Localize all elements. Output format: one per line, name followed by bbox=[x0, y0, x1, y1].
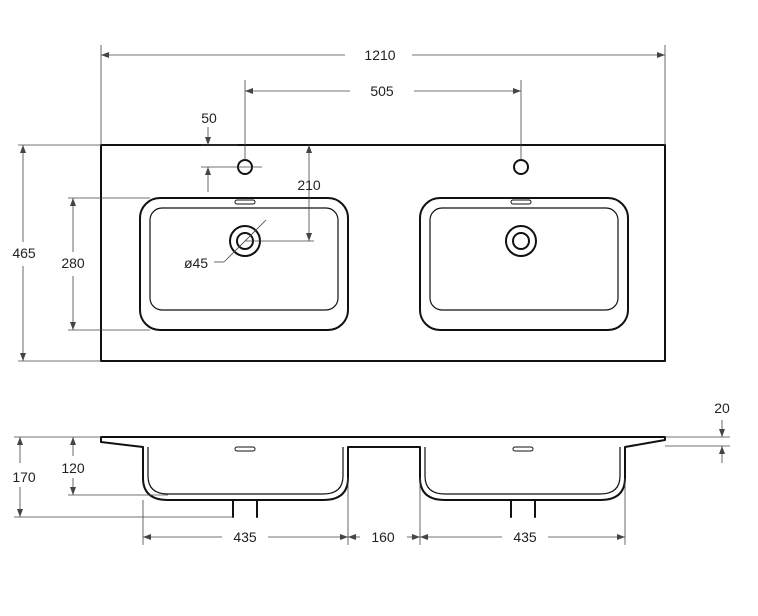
tap-spacing-label: 505 bbox=[370, 83, 394, 99]
right-overflow-slot bbox=[510, 199, 532, 205]
left-overflow-slot bbox=[234, 199, 256, 205]
right-tap-hole bbox=[513, 159, 529, 175]
dimension-overall-width: 1210 bbox=[100, 45, 666, 145]
dimension-drain-diameter: ø45 bbox=[184, 219, 267, 271]
left-bowl-top bbox=[139, 159, 349, 331]
right-drain-inner bbox=[512, 232, 530, 250]
overflow-offset-label: 210 bbox=[297, 177, 321, 193]
left-bowl-width-label: 435 bbox=[233, 529, 257, 545]
dimension-tap-spacing: 505 bbox=[244, 80, 522, 160]
left-drain-outlet bbox=[232, 499, 258, 518]
gap-width-label: 160 bbox=[371, 529, 395, 545]
bowl-depth-label: 280 bbox=[61, 255, 85, 271]
dimension-bowl-widths: 435 160 435 bbox=[142, 478, 626, 545]
total-height-label: 170 bbox=[12, 469, 36, 485]
rim-thickness-label: 20 bbox=[714, 400, 730, 416]
countertop-outline bbox=[100, 144, 666, 362]
bowl-height-label: 120 bbox=[61, 460, 85, 476]
overall-depth-label: 465 bbox=[12, 245, 36, 261]
tap-offset-label: 50 bbox=[201, 110, 217, 126]
right-drain-outlet bbox=[510, 499, 536, 518]
drain-diameter-label: ø45 bbox=[184, 255, 208, 271]
right-bowl-rim bbox=[419, 197, 629, 331]
dimension-bowl-depth: 280 bbox=[61, 197, 150, 331]
dimension-overflow-offset: 210 bbox=[245, 145, 321, 242]
right-overflow-slot-side bbox=[512, 446, 534, 452]
left-bowl-basin bbox=[149, 207, 339, 311]
left-bowl-inner-wall bbox=[147, 447, 344, 495]
top-view: 1210 505 50 210 ø45 bbox=[12, 45, 666, 362]
overall-width-label: 1210 bbox=[364, 47, 395, 63]
dimension-bowl-height: 120 bbox=[61, 437, 168, 496]
right-drain-outer bbox=[505, 225, 537, 257]
side-view: 20 170 120 435 160 bbox=[12, 400, 730, 545]
dimension-total-height: 170 bbox=[12, 436, 233, 518]
dimension-overall-depth: 465 bbox=[12, 144, 101, 362]
dimension-tap-offset: 50 bbox=[201, 110, 262, 192]
washbasin-side-profile bbox=[100, 436, 666, 501]
left-bowl-rim bbox=[139, 197, 349, 331]
right-bowl-basin bbox=[429, 207, 619, 311]
right-bowl-width-label: 435 bbox=[513, 529, 537, 545]
right-bowl-inner-wall bbox=[424, 447, 621, 495]
right-bowl-top bbox=[419, 159, 629, 331]
dimension-rim-thickness: 20 bbox=[665, 400, 730, 463]
left-overflow-slot-side bbox=[234, 446, 256, 452]
